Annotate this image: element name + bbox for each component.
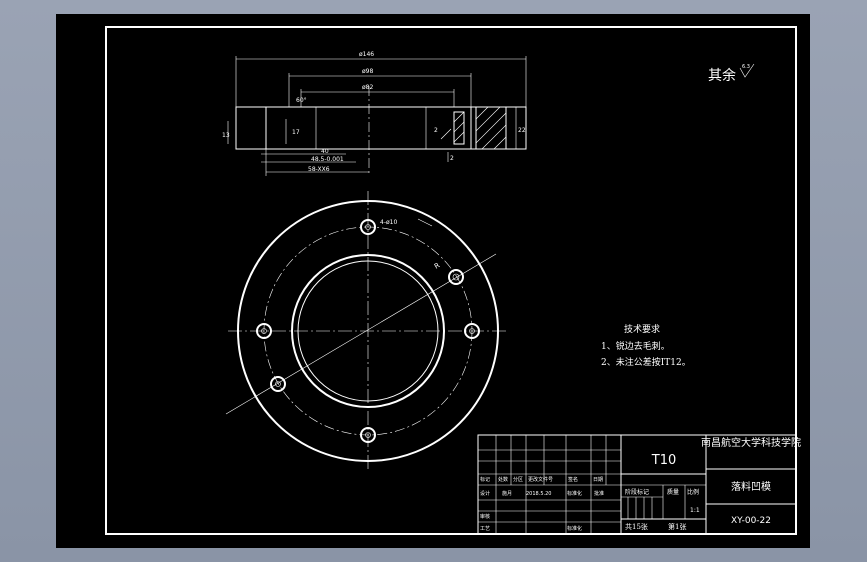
title-std-label: 标准化: [567, 490, 582, 497]
col-label-sign: 签名: [568, 476, 578, 483]
dim-d82: ø82: [362, 84, 373, 91]
tech-requirements: 技术要求 1、锐边去毛刺。 2、未注公差按IT12。: [601, 323, 691, 368]
roughness-symbol: [739, 63, 755, 78]
drawing-frame: ø146 ø98 ø82 60° 40 48.5-0.001 58-XX6 13…: [56, 14, 810, 548]
dim-22: 22: [518, 127, 526, 134]
title-designer: 施月: [502, 490, 512, 497]
title-block: [477, 434, 797, 535]
dim-r: R: [433, 261, 441, 270]
dimension-labels: ø146 ø98 ø82 60° 40 48.5-0.001 58-XX6 13…: [222, 51, 526, 173]
title-date: 2018.5.20: [526, 491, 551, 497]
dim-58: 58-XX6: [308, 166, 330, 173]
dim-holes: 4-ø10: [380, 219, 397, 226]
dim-17: 17: [292, 129, 300, 136]
roughness-value: 6.3: [742, 64, 750, 70]
title-weight-label: 质量: [667, 488, 679, 496]
hatch-right: [475, 106, 507, 150]
tech-item-2: 2、未注公差按IT12。: [601, 356, 691, 368]
title-sheets: 共15张: [625, 522, 648, 531]
dim-sec1: 2: [434, 127, 438, 134]
row-label-review: 审核: [480, 513, 490, 520]
dim-angle: 60°: [296, 97, 307, 104]
tech-item-1: 1、锐边去毛刺。: [601, 340, 670, 352]
dim-40: 40: [321, 148, 329, 155]
roughness-label: 其余: [708, 67, 736, 84]
col-label-count: 处数: [498, 476, 508, 483]
title-school: 南昌航空大学科技学院: [701, 436, 801, 449]
col-label-change-doc: 更改文件号: [528, 476, 553, 483]
row-label-mark: 标记: [480, 476, 490, 483]
title-part-name: 落料凹模: [731, 480, 771, 493]
bolt-holes: [256, 219, 480, 443]
col-label-date: 日期: [593, 477, 603, 483]
dim-13: 13: [222, 132, 230, 139]
row-label-process: 工艺: [480, 526, 490, 532]
title-sheet: 第1张: [668, 522, 686, 531]
plan-view: 4-ø10 R: [225, 191, 508, 471]
title-drawing-no: XY-00-22: [731, 516, 771, 526]
title-material: T10: [651, 453, 676, 468]
cad-drawing: ø146 ø98 ø82 60° 40 48.5-0.001 58-XX6 13…: [105, 26, 801, 535]
dim-sec2: 2: [450, 155, 454, 162]
title-scale-label: 比例: [687, 488, 699, 496]
section-view: [227, 56, 527, 176]
title-stage-label: 阶段标记: [625, 488, 649, 496]
col-label-zone: 分区: [513, 476, 523, 483]
tech-title: 技术要求: [624, 323, 660, 335]
inner-border: [105, 26, 797, 535]
dim-d146: ø146: [359, 51, 374, 58]
title-approve-label: 批准: [594, 490, 604, 497]
dim-48: 48.5-0.001: [311, 156, 344, 163]
hatch-left: [453, 111, 465, 143]
row-label-design: 设计: [480, 490, 490, 497]
title-scale-value: 1:1: [690, 507, 700, 514]
title-std2-label: 标准化: [567, 525, 582, 532]
dim-d98: ø98: [362, 68, 373, 75]
